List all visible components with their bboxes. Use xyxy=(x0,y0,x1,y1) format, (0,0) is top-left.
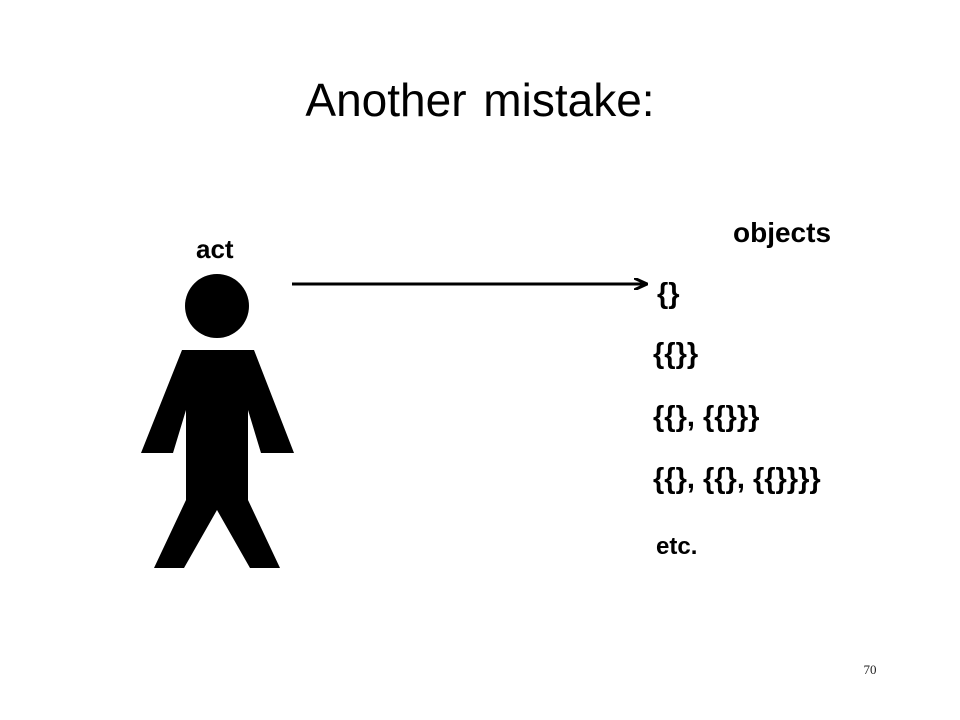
object-set-3: {{}, {{}}} xyxy=(653,401,759,433)
object-set-1: {} xyxy=(657,278,680,310)
person-figure xyxy=(141,274,294,568)
object-set-4: {{}, {{}, {{}}}} xyxy=(653,463,821,495)
etc-label: etc. xyxy=(656,533,697,560)
act-label: act xyxy=(196,234,234,264)
person-head xyxy=(185,274,249,338)
page-number: 70 xyxy=(863,662,877,677)
person-body xyxy=(141,350,294,568)
objects-label: objects xyxy=(733,217,831,248)
object-set-2: {{}} xyxy=(653,338,698,370)
slide-title: Another mistake: xyxy=(305,74,655,126)
